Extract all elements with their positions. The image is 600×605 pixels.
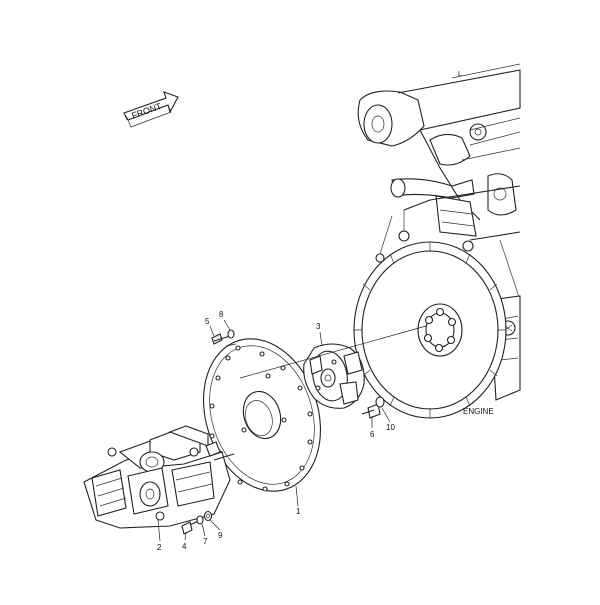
callout-7: 7	[203, 537, 208, 546]
callout-numbers: 1 2 3 4 5 6 7 8 9 10	[157, 310, 395, 552]
washer-8	[227, 329, 235, 339]
callout-1: 1	[296, 507, 301, 516]
callout-leaders	[157, 319, 391, 542]
front-arrow-label: FRONT	[130, 101, 163, 121]
flywheel-plate	[202, 338, 322, 492]
engine-assembly: L	[353, 63, 521, 419]
callout-6: 6	[370, 430, 375, 439]
svg-text:L: L	[458, 71, 462, 78]
bolt-6	[361, 403, 381, 419]
washer-9	[203, 510, 213, 522]
washer-7	[196, 515, 204, 525]
callout-4: 4	[182, 542, 187, 551]
callout-8: 8	[219, 310, 224, 319]
callout-3: 3	[316, 322, 321, 331]
callout-5: 5	[205, 317, 210, 326]
callout-10: 10	[386, 423, 395, 432]
hydraulic-pump	[83, 425, 235, 529]
callout-2: 2	[157, 543, 162, 552]
coupling	[303, 343, 365, 409]
washer-10	[375, 396, 385, 408]
engine-label: ENGINE	[463, 407, 494, 416]
bolt-5	[211, 333, 231, 345]
front-direction-arrow: FRONT	[123, 91, 179, 128]
flywheel-housing-ring-teeth	[354, 242, 506, 418]
callout-9: 9	[218, 531, 223, 540]
